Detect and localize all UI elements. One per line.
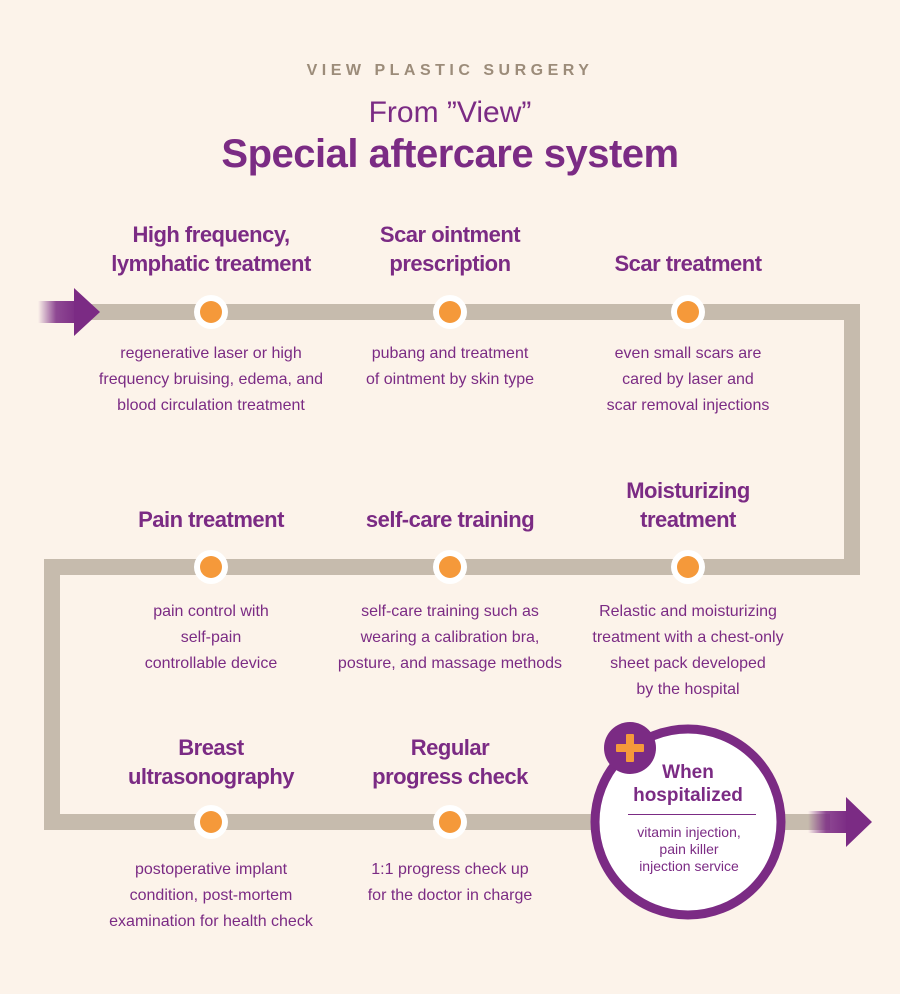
step-dot xyxy=(671,295,705,329)
brand-label: VIEW PLASTIC SURGERY xyxy=(306,62,594,79)
step-description: 1:1 progress check up for the doctor in c… xyxy=(325,857,575,909)
step-desc-line: blood circulation treatment xyxy=(117,397,305,414)
plus-icon xyxy=(616,734,644,762)
step-description: Relastic and moisturizing treatment with … xyxy=(563,599,813,703)
start-arrow-icon xyxy=(38,288,100,336)
step-description: self-care training such as wearing a cali… xyxy=(325,599,575,677)
step-desc-line: self-care training such as xyxy=(361,603,539,620)
step-title-line: Scar treatment xyxy=(614,251,762,276)
step-desc-line: self-pain xyxy=(180,629,242,646)
step-title: Scar treatment xyxy=(568,249,808,278)
step-dot xyxy=(194,295,228,329)
step-title-line: progress check xyxy=(372,764,528,789)
step-description: postoperative implant condition, post-mor… xyxy=(86,857,336,935)
step-title: Breast ultrasonography xyxy=(91,733,331,791)
step-desc-line: posture, and massage methods xyxy=(337,655,563,672)
step-dot xyxy=(433,805,467,839)
end-arrow-icon xyxy=(808,797,872,847)
step-desc-line: by the hospital xyxy=(636,681,740,698)
step-desc-line: pubang and treatment xyxy=(371,345,529,362)
hospitalized-desc-line: pain killer xyxy=(659,841,719,857)
step-description: pubang and treatment of ointment by skin … xyxy=(325,341,575,393)
divider xyxy=(628,814,756,815)
step-dot xyxy=(433,295,467,329)
step-desc-line: for the doctor in charge xyxy=(367,887,533,904)
step-title-line: Pain treatment xyxy=(138,507,284,532)
step-desc-line: controllable device xyxy=(144,655,278,672)
hospitalized-title-line: When xyxy=(662,762,714,783)
step-title: Regular progress check xyxy=(330,733,570,791)
step-desc-line: Relastic and moisturizing xyxy=(599,603,777,620)
step-title-line: High frequency, xyxy=(132,222,290,247)
step-desc-line: cared by laser and xyxy=(622,371,754,388)
hospitalized-title: When hospitalized xyxy=(620,761,756,807)
step-desc-line: frequency bruising, edema, and xyxy=(98,371,324,388)
step-desc-line: scar removal injections xyxy=(606,397,770,414)
step-title: self-care training xyxy=(330,505,570,534)
hospitalized-description: vitamin injection, pain killer injection… xyxy=(620,824,758,875)
step-desc-line: regenerative laser or high xyxy=(120,345,302,362)
step-desc-line: of ointment by skin type xyxy=(365,371,535,388)
hospitalized-badge xyxy=(590,722,786,920)
step-title-line: lymphatic treatment xyxy=(111,251,311,276)
step-title-line: Moisturizing xyxy=(626,478,750,503)
step-desc-line: postoperative implant xyxy=(134,861,288,878)
step-dot xyxy=(433,550,467,584)
step-description: pain control with self-pain controllable d… xyxy=(86,599,336,677)
hospitalized-title-line: hospitalized xyxy=(633,785,743,806)
step-desc-line: even small scars are xyxy=(614,345,762,362)
step-desc-line: pain control with xyxy=(153,603,269,620)
step-desc-line: sheet pack developed xyxy=(610,655,766,672)
step-title: Scar ointment prescription xyxy=(330,220,570,278)
step-dot xyxy=(194,550,228,584)
subtitle: From ”View” xyxy=(368,96,532,129)
step-title-line: Scar ointment xyxy=(379,222,521,247)
step-title-line: Breast xyxy=(178,735,244,760)
step-desc-line: 1:1 progress check up xyxy=(371,861,529,878)
step-desc-line: treatment with a chest-only xyxy=(592,629,784,646)
step-desc-line: examination for health check xyxy=(109,913,313,930)
step-title-line: self-care training xyxy=(365,507,535,532)
page-title: Special aftercare system xyxy=(221,132,679,176)
step-dot xyxy=(194,805,228,839)
step-description: regenerative laser or high frequency brui… xyxy=(86,341,336,419)
step-title: High frequency, lymphatic treatment xyxy=(91,220,331,278)
hospitalized-desc-line: vitamin injection, xyxy=(637,824,741,840)
step-title-line: ultrasonography xyxy=(127,764,295,789)
step-title-line: prescription xyxy=(389,251,511,276)
step-description: even small scars are cared by laser and sc… xyxy=(563,341,813,419)
hospitalized-desc-line: injection service xyxy=(639,858,739,874)
step-title: Moisturizing treatment xyxy=(568,476,808,534)
step-desc-line: condition, post-mortem xyxy=(129,887,293,904)
step-desc-line: wearing a calibration bra, xyxy=(360,629,540,646)
step-dot xyxy=(671,550,705,584)
step-title-line: treatment xyxy=(640,507,736,532)
step-title: Pain treatment xyxy=(91,505,331,534)
step-title-line: Regular xyxy=(410,735,490,760)
